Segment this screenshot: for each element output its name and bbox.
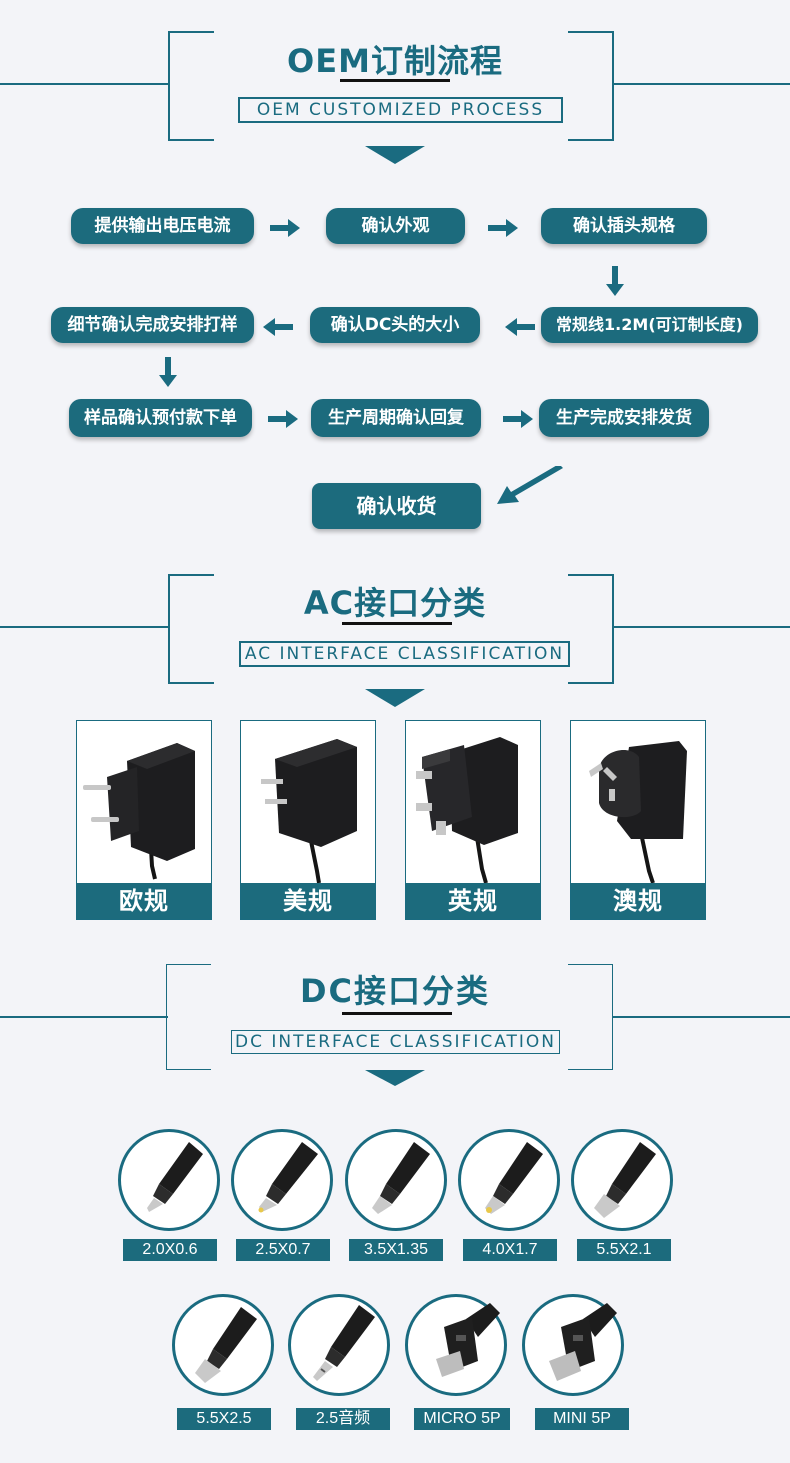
arrow-left-icon xyxy=(263,318,293,336)
dc-connector-5 xyxy=(571,1129,673,1231)
arrow-down-icon xyxy=(606,266,624,296)
dc-label-3: 3.5X1.35 xyxy=(349,1239,443,1261)
oem-step-2: 确认外观 xyxy=(326,208,465,244)
oem-left-rule xyxy=(0,83,168,85)
dc-label-7: 2.5音频 xyxy=(296,1408,390,1430)
ac-card-au: 澳规 xyxy=(570,720,706,920)
oem-subtitle: OEM CUSTOMIZED PROCESS xyxy=(238,97,563,123)
dc-connector-8 xyxy=(405,1294,507,1396)
oem-step-8: 生产周期确认回复 xyxy=(311,399,481,437)
dc-label-1: 2.0X0.6 xyxy=(123,1239,217,1261)
usb-mini-icon xyxy=(549,1303,617,1381)
dc-connector-1 xyxy=(118,1129,220,1231)
dc-section-arrow xyxy=(365,1070,425,1086)
ac-subtitle: AC INTERFACE CLASSIFICATION xyxy=(239,641,570,667)
ac-card-us-label: 美规 xyxy=(241,883,375,919)
ac-frame-left xyxy=(168,574,214,684)
dc-label-9: MINI 5P xyxy=(535,1408,629,1430)
au-plug-icon xyxy=(589,741,687,884)
oem-step-10: 确认收货 xyxy=(312,483,481,529)
barrel-connector-icon xyxy=(485,1142,543,1214)
barrel-connector-icon xyxy=(147,1142,203,1212)
oem-step-7: 样品确认预付款下单 xyxy=(69,399,252,437)
audio-connector-icon xyxy=(313,1305,375,1381)
ac-left-rule xyxy=(0,626,168,628)
oem-title-underline xyxy=(340,79,450,82)
oem-section-arrow xyxy=(365,146,425,164)
oem-step-1: 提供输出电压电流 xyxy=(71,208,254,244)
oem-step-3: 确认插头规格 xyxy=(541,208,707,244)
dc-connector-7 xyxy=(288,1294,390,1396)
ac-card-au-label: 澳规 xyxy=(571,883,705,919)
ac-section-arrow xyxy=(365,689,425,707)
dc-title-underline xyxy=(342,1012,452,1015)
dc-left-rule xyxy=(0,1016,168,1018)
barrel-connector-icon xyxy=(372,1142,430,1214)
dc-connector-4 xyxy=(458,1129,560,1231)
oem-right-rule xyxy=(612,83,790,85)
ac-card-uk-label: 英规 xyxy=(406,883,540,919)
ac-card-eu-label: 欧规 xyxy=(77,883,211,919)
arrow-diagonal-icon xyxy=(497,466,563,504)
dc-connector-3 xyxy=(345,1129,447,1231)
ac-card-us: 美规 xyxy=(240,720,376,920)
arrow-right-icon xyxy=(488,219,518,237)
usb-micro-icon xyxy=(436,1303,500,1377)
oem-step-6: 细节确认完成安排打样 xyxy=(51,307,254,343)
oem-frame-left xyxy=(168,31,214,141)
ac-frame-right xyxy=(568,574,614,684)
dc-connector-2 xyxy=(231,1129,333,1231)
arrow-left-icon xyxy=(505,318,535,336)
dc-connector-6 xyxy=(172,1294,274,1396)
arrow-down-icon xyxy=(159,357,177,387)
barrel-connector-icon xyxy=(258,1142,318,1213)
oem-frame-right xyxy=(568,31,614,141)
oem-step-4: 常规线1.2M(可订制长度) xyxy=(541,307,758,343)
barrel-connector-icon xyxy=(195,1307,257,1383)
dc-connector-9 xyxy=(522,1294,624,1396)
arrow-right-icon xyxy=(503,410,533,428)
dc-label-8: MICRO 5P xyxy=(414,1408,510,1430)
dc-label-5: 5.5X2.1 xyxy=(577,1239,671,1261)
dc-label-2: 2.5X0.7 xyxy=(236,1239,330,1261)
ac-card-uk: 英规 xyxy=(405,720,541,920)
dc-frame-left xyxy=(166,964,211,1070)
dc-title: DC接口分类 xyxy=(299,972,491,1010)
ac-right-rule xyxy=(612,626,790,628)
arrow-right-icon xyxy=(270,219,300,237)
barrel-connector-icon xyxy=(594,1142,656,1218)
ac-title: AC接口分类 xyxy=(303,584,487,622)
ac-title-underline xyxy=(342,622,452,625)
dc-right-rule xyxy=(612,1016,790,1018)
arrow-right-icon xyxy=(268,410,298,428)
oem-title: OEM订制流程 xyxy=(287,42,503,80)
us-plug-icon xyxy=(261,739,357,884)
dc-label-4: 4.0X1.7 xyxy=(463,1239,557,1261)
uk-plug-icon xyxy=(416,737,518,884)
oem-step-9: 生产完成安排发货 xyxy=(539,399,709,437)
dc-label-6: 5.5X2.5 xyxy=(177,1408,271,1430)
dc-subtitle: DC INTERFACE CLASSIFICATION xyxy=(231,1030,560,1054)
oem-step-5: 确认DC头的大小 xyxy=(310,307,480,343)
dc-frame-right xyxy=(568,964,613,1070)
eu-plug-icon xyxy=(83,743,195,880)
ac-card-eu: 欧规 xyxy=(76,720,212,920)
